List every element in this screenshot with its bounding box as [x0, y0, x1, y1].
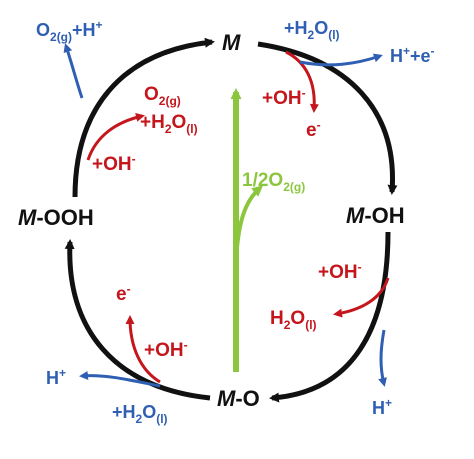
proton-electron-label: H++e- — [390, 44, 435, 66]
oxygen-label-top-left: O2(g) — [144, 84, 181, 108]
water-label-top-right: +H2O(l) — [284, 18, 340, 42]
water-label-bottom-left: +H2O(l) — [112, 402, 168, 426]
hydroxide-label-bottom-left: +OH- — [144, 338, 188, 361]
node-m-ooh: M-OOH — [18, 205, 94, 230]
h-arrow-right — [378, 329, 387, 387]
cycle-arrow-m-to-moh — [257, 41, 398, 195]
hydroxide-label-top-right: +OH- — [262, 86, 306, 109]
hydroxide-label-top-left: +OH- — [92, 152, 136, 175]
oh-arrow-bottom-left — [125, 315, 161, 384]
cycle-arrow-mooh-to-m — [72, 37, 215, 198]
node-m-oh: M-OH — [346, 203, 405, 228]
h-arrow-top-left — [63, 43, 84, 99]
o2-branch-arrow — [234, 185, 264, 263]
h-e-arrow-top-right — [299, 53, 383, 67]
proton-label-bottom-left: H+ — [46, 366, 66, 388]
oh-arrow-top-left — [86, 112, 145, 161]
electron-label-bottom-left: e- — [116, 282, 131, 305]
oxygen-proton-label: O2(g)+H+ — [36, 18, 103, 44]
proton-label-right: H+ — [372, 396, 392, 418]
o2-label: 1/2O2(g) — [242, 170, 305, 194]
hydroxide-label-right: +OH- — [318, 260, 362, 283]
h-arrow-bottom-left — [79, 370, 161, 388]
cycle-arrow-moh-to-mo — [269, 231, 391, 403]
cycle-arrow-mo-to-mooh — [64, 239, 211, 401]
oh-arrow-top-right — [285, 50, 319, 113]
water-label-top-left: +H2O(l) — [140, 112, 198, 136]
node-m: M — [222, 30, 241, 55]
water-label-right: H2O(l) — [270, 308, 317, 332]
oh-arrow-right — [333, 277, 390, 318]
node-m-o: M-O — [217, 386, 260, 411]
electron-label-top-right: e- — [306, 118, 321, 141]
